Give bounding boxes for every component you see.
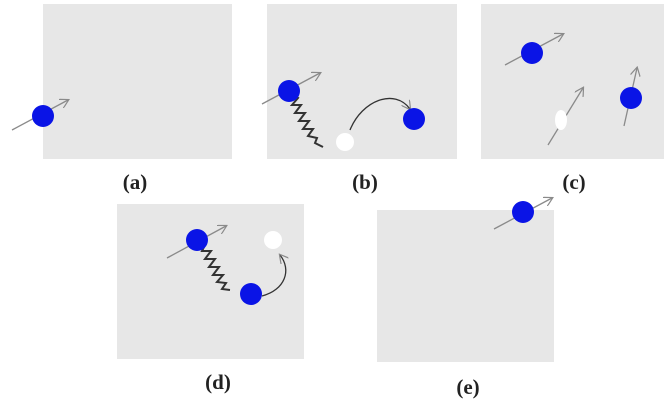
panel-d bbox=[117, 204, 304, 359]
label-c: (c) bbox=[562, 170, 586, 194]
particle bbox=[278, 80, 300, 102]
white-particle bbox=[264, 231, 282, 249]
panel-c-content bbox=[504, 34, 642, 146]
spring bbox=[200, 244, 231, 291]
transfer-arrow bbox=[261, 255, 286, 297]
label-b: (b) bbox=[352, 170, 378, 194]
transfer-arrow bbox=[349, 97, 410, 131]
particle bbox=[620, 87, 642, 109]
panel-b-content bbox=[261, 73, 425, 151]
particle bbox=[32, 105, 54, 127]
particle bbox=[512, 201, 534, 223]
particle bbox=[521, 42, 543, 64]
spring bbox=[289, 94, 324, 148]
label-d: (d) bbox=[205, 370, 231, 394]
panel-b bbox=[267, 4, 457, 159]
particle bbox=[186, 229, 208, 251]
white-particle bbox=[555, 110, 567, 130]
panel-a-content bbox=[11, 100, 68, 131]
panel-a bbox=[43, 4, 232, 159]
panel-d-content bbox=[166, 226, 286, 305]
panel-e-content bbox=[493, 198, 552, 230]
label-a: (a) bbox=[122, 170, 148, 194]
particle bbox=[240, 283, 262, 305]
white-particle bbox=[336, 133, 354, 151]
label-e: (e) bbox=[456, 375, 480, 399]
particle bbox=[403, 108, 425, 130]
panel-e bbox=[377, 210, 554, 362]
